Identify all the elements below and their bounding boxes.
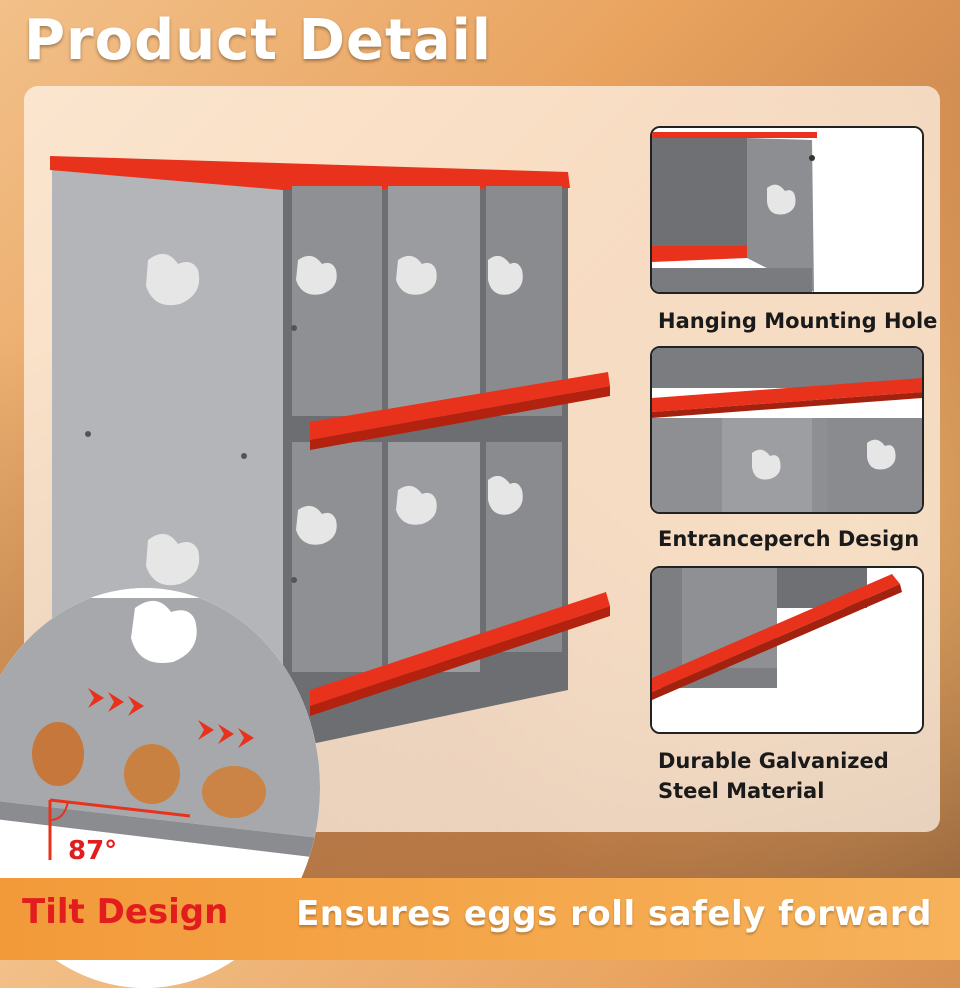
steel-material-thumbnail xyxy=(650,566,924,734)
roll-arrows xyxy=(88,688,254,748)
tilt-angle-label: 87° xyxy=(68,836,118,866)
compartment-2 xyxy=(388,186,480,416)
steel-material-caption-line2: Steel Material xyxy=(658,779,825,803)
entrance-perch-thumbnail xyxy=(650,346,924,514)
tilt-design-label: Tilt Design xyxy=(22,892,229,932)
perch-bottom xyxy=(310,592,610,706)
steel-material-caption-line1: Durable Galvanized xyxy=(658,749,889,773)
footer-banner xyxy=(0,878,960,960)
compartment-1 xyxy=(292,186,382,416)
mounting-hole-thumbnail xyxy=(650,126,924,294)
page-title: Product Detail xyxy=(24,8,492,73)
compartment-5 xyxy=(388,442,480,672)
eggs xyxy=(32,722,266,818)
mounting-hole-caption: Hanging Mounting Hole xyxy=(658,309,938,333)
entrance-perch-detail-icon xyxy=(652,348,922,512)
steel-material-caption: Durable Galvanized Steel Material xyxy=(658,746,889,806)
entrance-perch-caption: Entranceperch Design xyxy=(658,527,920,551)
nesting-box-image xyxy=(50,156,610,750)
red-roof xyxy=(50,156,570,190)
mounting-hole-detail-icon xyxy=(652,128,922,292)
chicken-cutouts xyxy=(146,253,523,586)
perch-top xyxy=(310,372,610,440)
footer-tagline: Ensures eggs roll safely forward xyxy=(296,894,932,934)
steel-material-detail-icon xyxy=(652,568,922,732)
compartment-3 xyxy=(486,186,562,416)
